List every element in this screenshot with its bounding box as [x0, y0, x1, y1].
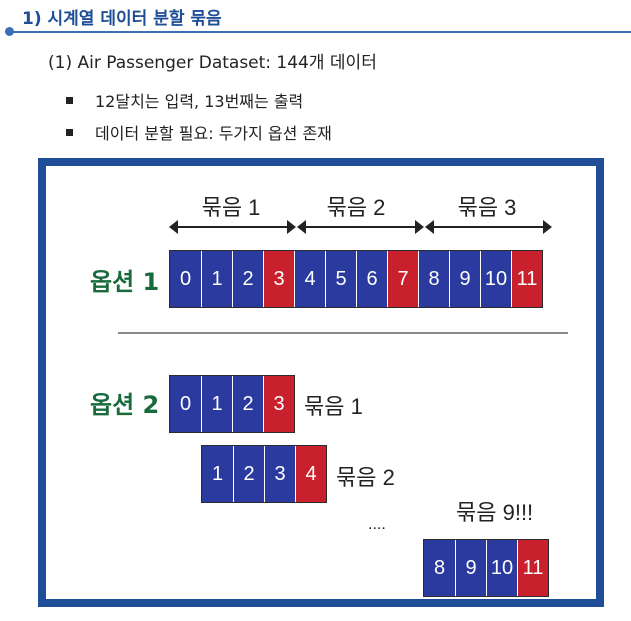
bullet-square-icon [66, 97, 73, 104]
output-cell: 3 [263, 251, 294, 307]
input-cell: 9 [455, 540, 486, 596]
bullet-item: 데이터 분할 필요: 두가지 옵션 존재 [66, 120, 332, 144]
input-cell: 6 [356, 251, 387, 307]
input-cell: 8 [424, 540, 455, 596]
group-label: 묶음 2 [326, 195, 386, 220]
input-cell: 1 [201, 251, 232, 307]
bundle-tag: 묶음 9!!! [456, 500, 534, 525]
group-label: 묶음 1 [201, 195, 261, 220]
input-cell: 2 [233, 446, 264, 502]
bullet-text: 데이터 분할 필요: 두가지 옵션 존재 [95, 124, 332, 143]
input-cell: 5 [325, 251, 356, 307]
input-cell: 8 [418, 251, 449, 307]
input-cell: 3 [264, 446, 295, 502]
output-cell: 7 [387, 251, 418, 307]
option-1-label: 옵션 1 [90, 268, 160, 296]
arrow-head-left-icon [425, 220, 434, 234]
bullet-square-icon [66, 129, 73, 136]
input-cell: 9 [449, 251, 480, 307]
bullet-text: 12달치는 입력, 13번째는 출력 [95, 92, 304, 111]
bullet-item: 12달치는 입력, 13번째는 출력 [66, 88, 303, 112]
section-title: 1) 시계열 데이터 분할 묶음 [22, 9, 222, 29]
input-cell: 2 [232, 376, 263, 432]
arrow-line [431, 226, 546, 228]
arrow-head-left-icon [169, 220, 178, 234]
output-cell: 11 [511, 251, 542, 307]
subtitle: (1) Air Passenger Dataset: 144개 데이터 [48, 53, 377, 73]
input-cell: 1 [202, 446, 233, 502]
option-2-label: 옵션 2 [90, 391, 160, 419]
output-cell: 4 [295, 446, 326, 502]
input-cell: 1 [201, 376, 232, 432]
title-rule-dot [5, 27, 14, 36]
input-cell: 10 [486, 540, 517, 596]
group-label: 묶음 3 [457, 195, 517, 220]
title-rule [11, 31, 631, 33]
arrow-head-right-icon [415, 220, 424, 234]
span-arrow [425, 220, 552, 234]
arrow-line [303, 226, 418, 228]
input-cell: 0 [170, 376, 201, 432]
arrow-head-left-icon [297, 220, 306, 234]
span-arrow [297, 220, 424, 234]
span-arrow [169, 220, 296, 234]
ellipsis: .... [368, 516, 386, 533]
input-cell: 10 [480, 251, 511, 307]
bundle-tag: 묶음 1 [304, 394, 363, 419]
arrow-line [175, 226, 290, 228]
output-cell: 11 [517, 540, 548, 596]
output-cell: 3 [263, 376, 294, 432]
input-cell: 2 [232, 251, 263, 307]
arrow-head-right-icon [287, 220, 296, 234]
input-cell: 4 [294, 251, 325, 307]
bundle-tag: 묶음 2 [336, 465, 395, 490]
input-cell: 0 [170, 251, 201, 307]
divider [118, 332, 568, 334]
arrow-head-right-icon [543, 220, 552, 234]
